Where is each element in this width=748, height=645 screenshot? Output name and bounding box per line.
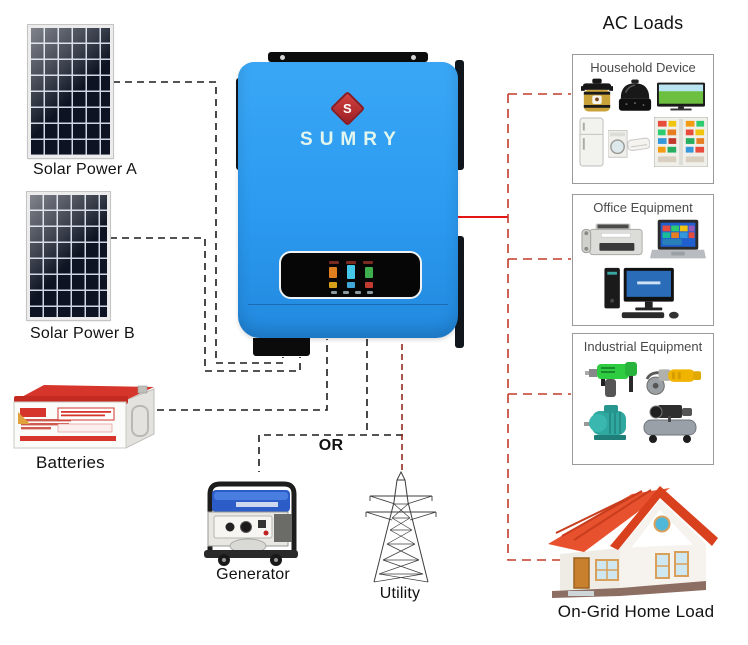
display-button[interactable] xyxy=(343,291,349,294)
rice-cooker-icon xyxy=(618,79,652,111)
home-load-label: On-Grid Home Load xyxy=(557,602,715,621)
household-items xyxy=(573,75,713,170)
house-icon xyxy=(548,486,718,598)
industrial-box-title: Industrial Equipment xyxy=(583,339,703,354)
electric-drill-icon xyxy=(585,362,637,397)
refrigerator-icon xyxy=(578,117,604,167)
angle-grinder-icon xyxy=(645,369,701,395)
household-device-box: Household Device xyxy=(572,54,714,184)
screw-hole-icon xyxy=(411,55,416,60)
or-label: OR xyxy=(318,437,344,454)
screw-hole-icon xyxy=(280,55,285,60)
utility-tower-icon xyxy=(365,470,437,583)
led-indicator xyxy=(365,267,373,278)
office-items xyxy=(573,215,713,323)
display-button[interactable] xyxy=(367,291,373,294)
led-indicator xyxy=(346,261,356,264)
television-icon xyxy=(657,82,705,110)
panel-seam xyxy=(248,304,448,305)
led-indicator xyxy=(329,261,339,264)
inverter-heatsink-fin xyxy=(455,236,464,348)
led-indicator xyxy=(347,282,355,288)
solar-panel-a xyxy=(27,24,114,159)
display-button[interactable] xyxy=(331,291,337,294)
industrial-items xyxy=(573,354,713,448)
display-button[interactable] xyxy=(355,291,361,294)
mounting-bracket xyxy=(268,52,428,62)
wire-battery xyxy=(157,339,328,411)
office-box-title: Office Equipment xyxy=(593,200,693,215)
logo-letter: S xyxy=(343,100,352,116)
pressure-cooker-icon xyxy=(581,78,613,112)
double-door-fridge-icon xyxy=(653,117,708,167)
led-indicator xyxy=(347,265,355,279)
brand-name: SUMRY xyxy=(300,129,403,150)
solar-b-label: Solar Power B xyxy=(30,325,135,342)
brand-diamond-logo-icon: S xyxy=(329,90,366,127)
generator-label: Generator xyxy=(216,566,290,583)
office-equipment-box: Office Equipment xyxy=(572,194,714,326)
electric-motor-icon xyxy=(584,405,626,440)
solar-a-label: Solar Power A xyxy=(33,161,137,178)
wire-solar-a xyxy=(113,81,284,364)
led-indicator xyxy=(329,282,337,288)
generator-icon xyxy=(204,481,298,566)
wire-generator xyxy=(258,434,403,472)
battery-icon xyxy=(13,385,155,449)
washer-ac-icon xyxy=(607,130,650,158)
pv-input-connector xyxy=(253,338,310,356)
led-indicator xyxy=(365,282,373,288)
inverter-body: S SUMRY xyxy=(238,62,458,338)
batteries-label: Batteries xyxy=(36,453,105,472)
laptop-icon xyxy=(650,219,706,259)
wire-ac-bus xyxy=(507,94,562,561)
led-indicator xyxy=(363,261,373,264)
household-box-title: Household Device xyxy=(590,60,696,75)
ac-loads-title: AC Loads xyxy=(602,13,684,33)
solar-panel-b xyxy=(26,191,111,321)
utility-label: Utility xyxy=(379,585,421,602)
industrial-equipment-box: Industrial Equipment xyxy=(572,333,714,465)
inverter-display xyxy=(279,251,422,299)
inverter: S SUMRY xyxy=(236,48,464,356)
air-compressor-icon xyxy=(643,405,697,443)
desktop-computer-icon xyxy=(604,267,679,319)
inverter-heatsink-fin xyxy=(455,60,464,170)
fax-machine-icon xyxy=(581,223,643,256)
led-indicator xyxy=(329,267,337,278)
wire-solar-b xyxy=(110,237,301,372)
